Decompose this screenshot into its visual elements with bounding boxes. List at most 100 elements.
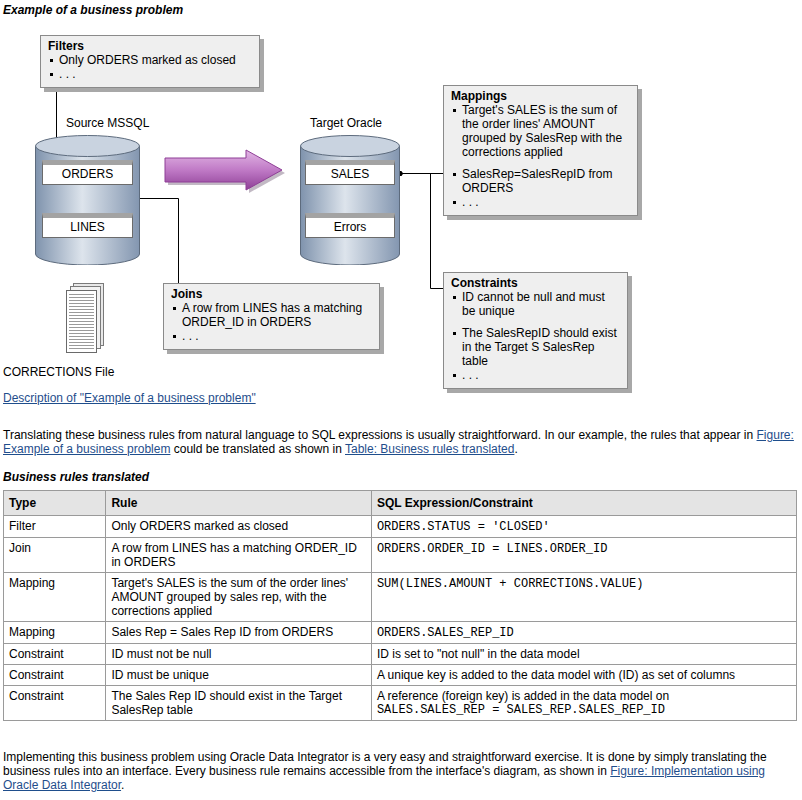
bullet-item: . . . xyxy=(451,368,620,382)
table-cell: Constraint xyxy=(4,686,106,721)
file-text-line xyxy=(69,297,94,298)
table-title: Business rules translated xyxy=(3,470,797,484)
cylinder-top xyxy=(36,136,140,157)
bullet-dot xyxy=(453,296,456,299)
table-cell: SUM(LINES.AMOUNT + CORRECTIONS.VALUE) xyxy=(371,573,796,622)
bullet-dot xyxy=(173,335,176,338)
cell-text: SQL Expression/Constraint xyxy=(377,496,533,510)
cross-reference-link: Description of "Example of a business pr… xyxy=(3,391,256,405)
body-text: Business rules translated xyxy=(3,470,149,484)
callout-heading: Filters xyxy=(48,39,252,53)
cell-text: Constraint xyxy=(9,689,64,703)
table-row: Constraint ID must be unique A unique key … xyxy=(4,665,797,686)
table-body: TypeRuleSQL Expression/ConstraintFilterO… xyxy=(4,491,797,721)
cell-text: The Sales Rep ID should exist in the Tar… xyxy=(111,689,342,717)
table-row: Constraint The Sales Rep ID should exist … xyxy=(4,686,797,721)
file-text-line xyxy=(69,309,94,310)
table-row: Mapping Sales Rep = Sales Rep ID from ORD… xyxy=(4,622,797,644)
table-name: Errors xyxy=(334,220,367,234)
callout-text: The SalesRepID should exist in the Targe… xyxy=(462,326,617,368)
figure-title: Example of a business problem xyxy=(3,3,183,17)
table-band: Errors xyxy=(305,213,395,238)
header-row: TypeRuleSQL Expression/Constraint xyxy=(4,491,797,516)
body-text: Translating these business rules from na… xyxy=(3,428,753,442)
callout-box: ConstraintsID cannot be null and must be… xyxy=(443,272,628,389)
file-text-line xyxy=(69,300,94,301)
code-text: SUM(LINES.AMOUNT + CORRECTIONS.VALUE) xyxy=(377,577,643,591)
callout-text: A row from LINES has a matching ORDER_ID… xyxy=(182,301,362,329)
bullet-dot xyxy=(173,307,176,310)
file-text-line xyxy=(69,336,94,337)
table-cell: A row from LINES has a matching ORDER_ID… xyxy=(106,538,372,573)
cell-text: ID must not be null xyxy=(111,647,211,661)
file-text-line xyxy=(69,312,94,313)
callout-box: FiltersOnly ORDERS marked as closed. . . xyxy=(40,35,260,88)
bullet-dot xyxy=(453,332,456,335)
table-cell: ORDERS.ORDER_ID = LINES.ORDER_ID xyxy=(371,538,796,573)
table-cell: Only ORDERS marked as closed xyxy=(106,516,372,538)
cell-text: ID must be unique xyxy=(111,668,208,682)
bullet-item: . . . xyxy=(171,329,372,343)
table-cell: Mapping xyxy=(4,622,106,644)
callout-text: . . . xyxy=(462,368,479,382)
connector xyxy=(140,199,179,284)
cell-text: Constraint xyxy=(9,668,64,682)
cell-text: Constraint xyxy=(9,647,64,661)
code-text: ORDERS.ORDER_ID = LINES.ORDER_ID xyxy=(377,542,607,556)
table-cell: Target's SALES is the sum of the order l… xyxy=(106,573,372,622)
bullet-item: Only ORDERS marked as closed xyxy=(48,53,252,67)
file-text-line xyxy=(69,318,94,319)
bullet-dot xyxy=(50,73,53,76)
body-paragraph: Translating these business rules from na… xyxy=(3,428,797,456)
cell-text: A unique key is added to the data model … xyxy=(377,668,735,682)
file-text-line xyxy=(69,345,94,346)
bullet-item: . . . xyxy=(451,195,630,209)
table-name: LINES xyxy=(70,220,105,234)
bullet-item: SalesRep=SalesRepID from ORDERS xyxy=(451,167,630,195)
database-cylinder: Source MSSQLORDERSLINES xyxy=(35,135,140,265)
table-cell: ID must be unique xyxy=(106,665,372,686)
rules-table: TypeRuleSQL Expression/ConstraintFilterO… xyxy=(3,490,797,721)
cell-text: A reference (foreign key) is added in th… xyxy=(377,689,669,703)
file-text-line xyxy=(69,348,94,349)
callout-heading: Mappings xyxy=(451,89,630,103)
table-cell: ID must not be null xyxy=(106,644,372,665)
table-cell: Join xyxy=(4,538,106,573)
file-text-line xyxy=(69,327,94,328)
file-label: CORRECTIONS File xyxy=(3,365,114,379)
cylinder-shape xyxy=(35,135,140,265)
table-band: SALES xyxy=(305,160,395,185)
table-cell: Constraint xyxy=(4,644,106,665)
file-text-line xyxy=(69,303,94,304)
cell-text: Rule xyxy=(111,496,137,510)
body-text: could be translated as shown in xyxy=(174,442,342,456)
table-band: ORDERS xyxy=(42,160,133,185)
cylinder-body xyxy=(301,146,400,265)
table-name: ORDERS xyxy=(62,167,113,181)
callout-box: MappingsTarget's SALES is the sum of the… xyxy=(443,85,638,216)
description-link: Description of "Example of a business pr… xyxy=(3,391,797,405)
table-cell: ID is set to "not null" in the data mode… xyxy=(371,644,796,665)
file-text-line xyxy=(69,315,94,316)
cell-text: Filter xyxy=(9,519,36,533)
code-text: ORDERS.STATUS = 'CLOSED' xyxy=(377,520,550,534)
cylinder-shape xyxy=(300,135,400,265)
file-text-line xyxy=(69,339,94,340)
callout-text: ID cannot be null and must be unique xyxy=(462,290,605,318)
bullet-dot xyxy=(453,374,456,377)
leader-line xyxy=(140,199,179,284)
callout-box: JoinsA row from LINES has a matching ORD… xyxy=(163,283,380,350)
cell-text: Sales Rep = Sales Rep ID from ORDERS xyxy=(111,625,333,639)
code-text: ORDERS.SALES_REP_ID xyxy=(377,626,514,640)
bullet-dot xyxy=(453,173,456,176)
table-row: MappingTarget's SALES is the sum of the … xyxy=(4,573,797,622)
cylinder-top xyxy=(301,136,400,157)
table-cell: Sales Rep = Sales Rep ID from ORDERS xyxy=(106,622,372,644)
cylinder-body xyxy=(36,146,140,265)
closing-paragraph: Implementing this business problem using… xyxy=(3,750,797,792)
callout-text: . . . xyxy=(462,195,479,209)
callout-heading: Constraints xyxy=(451,276,620,290)
cell-text: Only ORDERS marked as closed xyxy=(111,519,288,533)
file-text-line xyxy=(69,342,94,343)
